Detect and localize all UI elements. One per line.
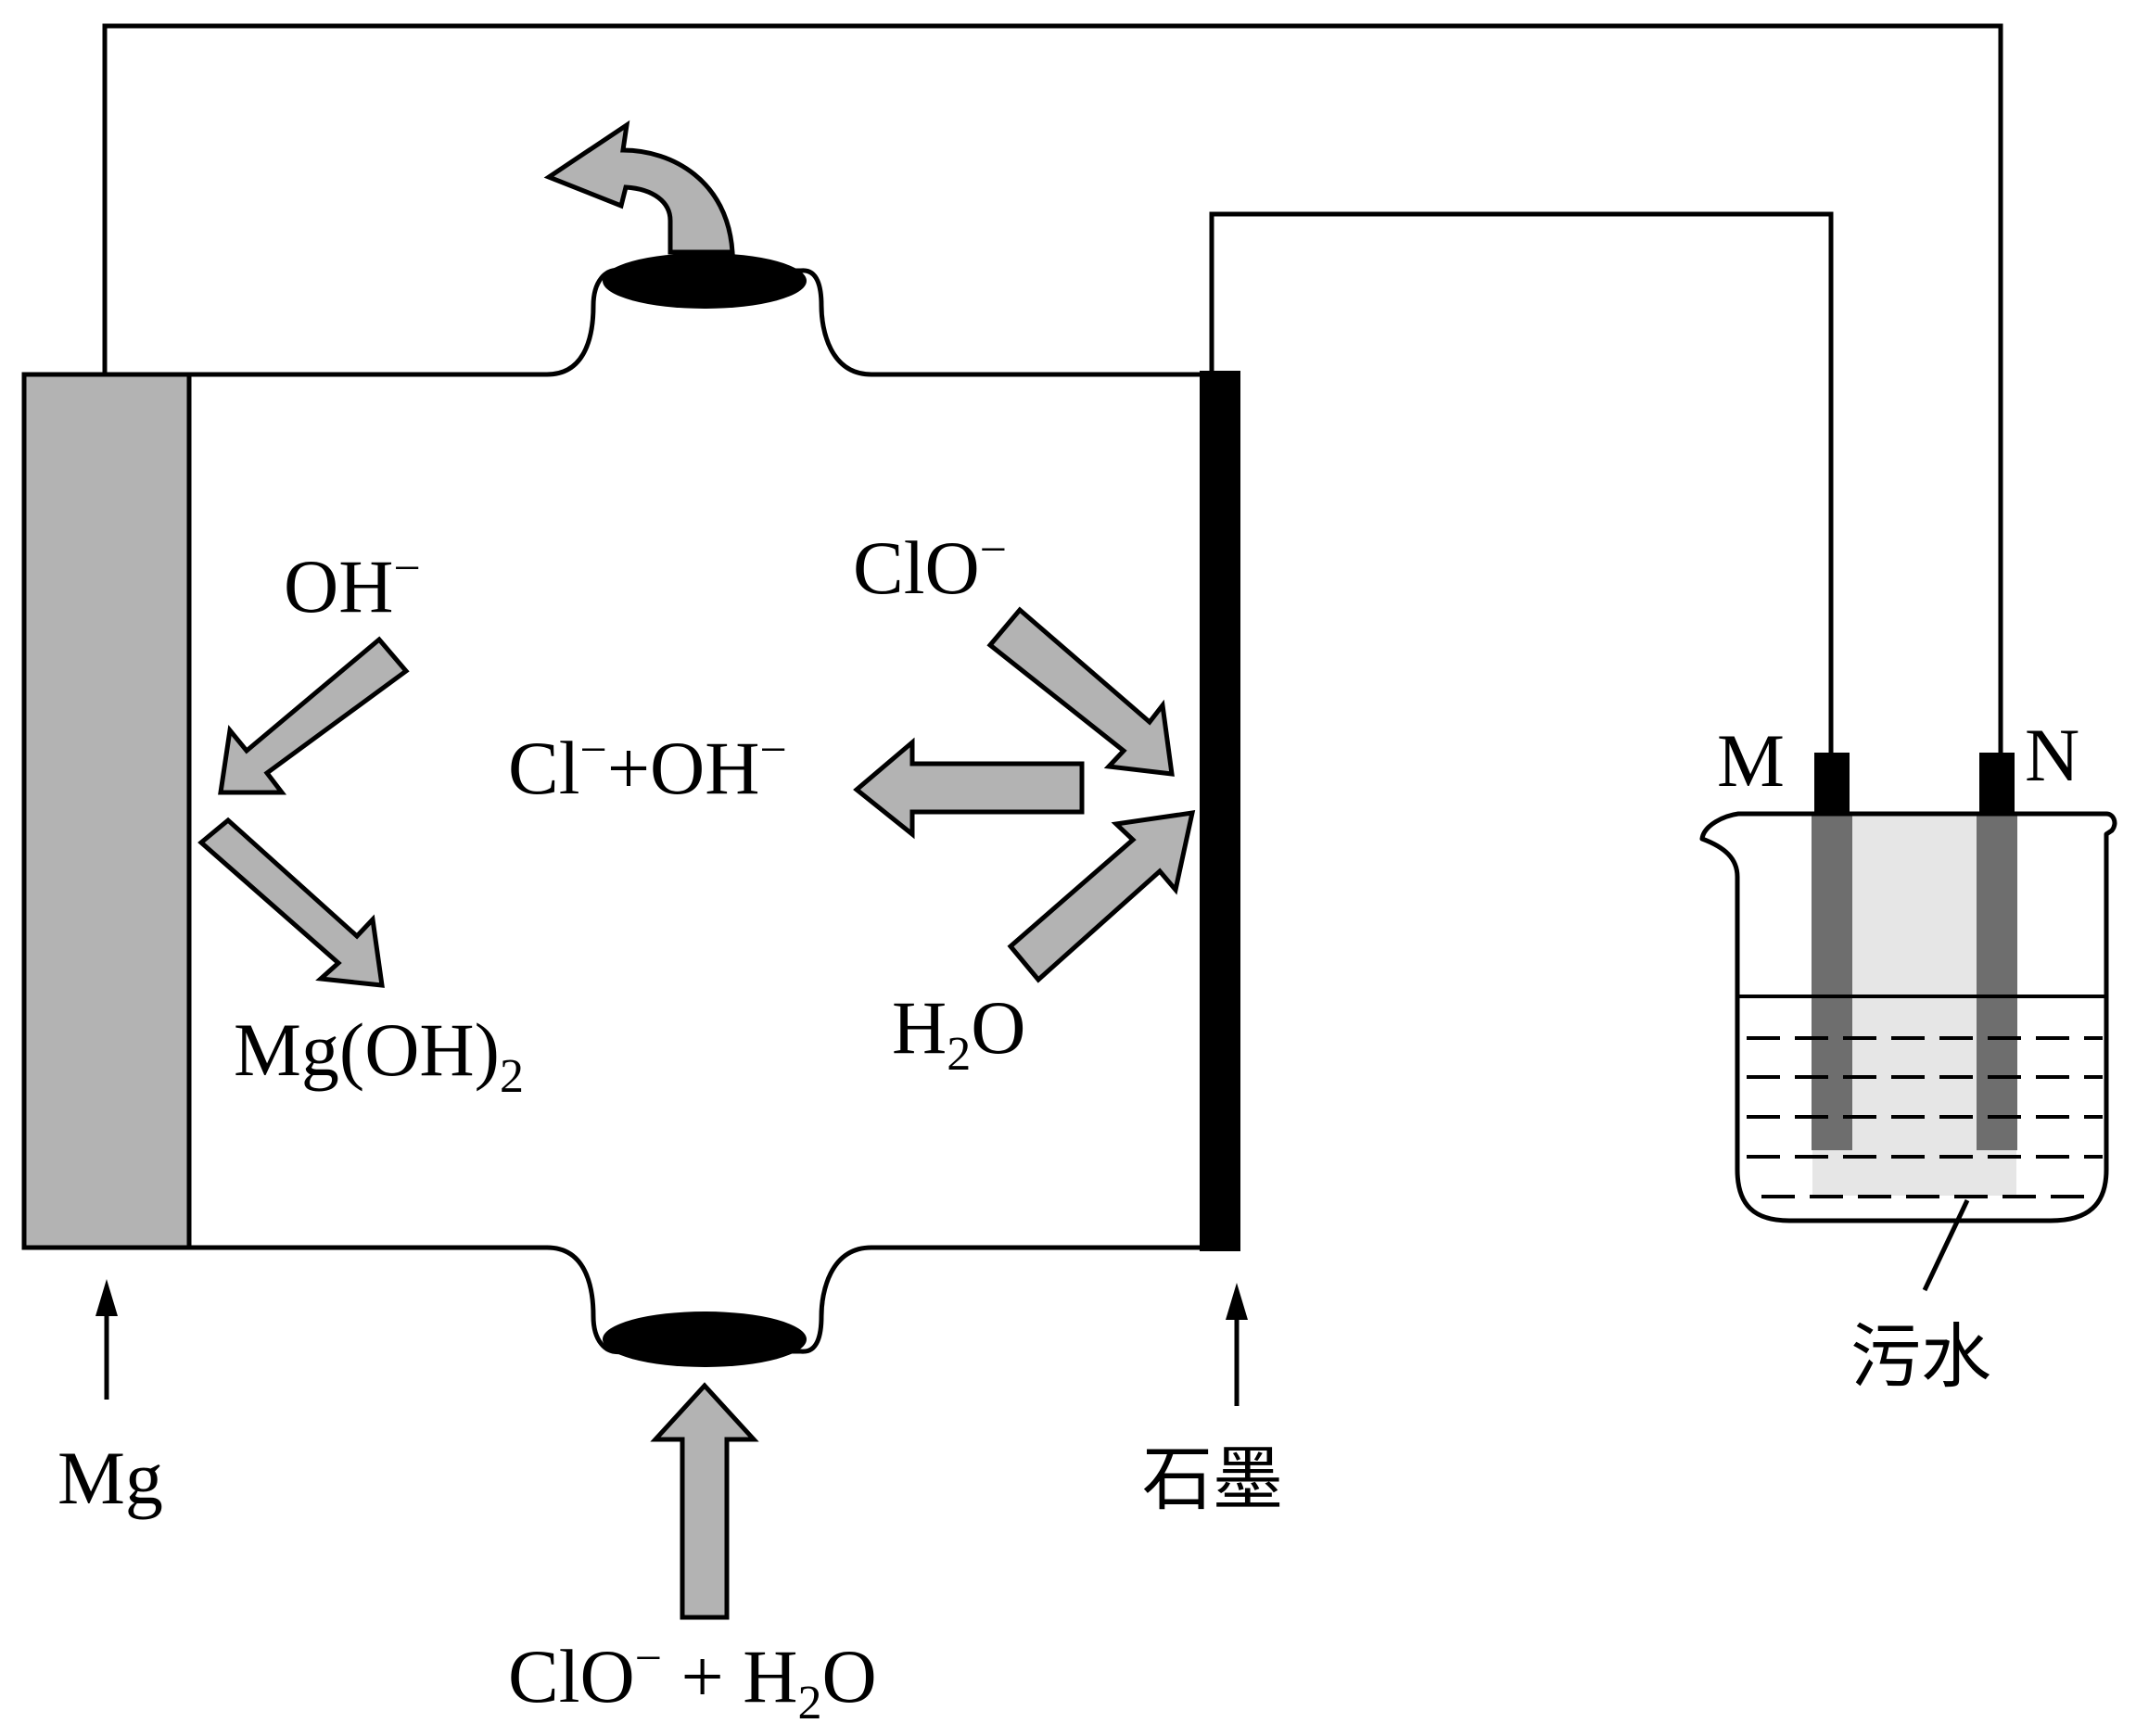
electrode-n-bar [1977,813,2017,1150]
cl-oh-products-label: Cl−+OH− [508,724,787,810]
outlet-curved-arrow [543,120,735,255]
oh-to-mg-arrow [218,636,410,795]
mg-pointer-head [95,1279,118,1316]
clo-ion-text: ClO [853,526,980,610]
graphite-label: 石墨 [1142,1438,1283,1520]
beaker-outline [1699,811,2117,1223]
cl-ion-text: Cl [508,726,579,810]
mgoh2-text: Mg(OH) [234,1007,500,1092]
inlet-plus-h: + H [662,1634,797,1718]
clo-ion-charge: − [980,524,1007,577]
h2o-h: H [892,985,947,1070]
sewage-pointer-line [1922,1198,1970,1292]
electrode-m-label: M [1717,718,1785,803]
oh-ion-charge: − [393,542,420,595]
inlet-clo-text: ClO [508,1634,635,1718]
cl-ion-charge: − [579,724,606,777]
mg-label: Mg [57,1436,163,1520]
mg-electrode-plate [21,372,192,1250]
sewage-label: 污水 [1850,1315,1991,1398]
electrode-m-bar [1812,813,1852,1150]
plus-oh-text: +OH [607,726,760,810]
wire-mg-to-n [102,23,2003,755]
electrode-n-label: N [2025,713,2079,797]
graphite-pointer-head [1226,1283,1248,1320]
plus-oh-charge: − [760,724,787,777]
clo-ion-label: ClO− [853,524,1007,610]
inlet-clo-charge: − [635,1632,662,1685]
oh-ion-label: OH− [284,542,421,628]
electrode-m-cap [1814,753,1850,814]
mg-to-mgoh2-arrow [197,817,385,988]
graphite-to-cl-oh-arrow [853,737,1085,840]
h2o-to-graphite-arrow [1007,810,1196,983]
oh-ion-text: OH [284,544,393,628]
h2o-subscript: 2 [947,1028,971,1081]
outlet-opening [603,253,807,309]
inlet-up-arrow [650,1382,759,1620]
inlet-reactants-label: ClO− + H2O [508,1632,877,1730]
electrode-n-cap [1979,753,2015,814]
h2o-label: H2O [892,985,1025,1081]
inlet-o: O [822,1634,877,1718]
wire-graphite-to-m [1209,211,1834,755]
h2o-o: O [971,985,1025,1070]
inlet-opening [603,1312,807,1367]
mgoh2-label: Mg(OH)2 [234,1007,524,1103]
clo-to-graphite-arrow [986,606,1175,777]
liquid-dash-lines [1747,1036,2103,1198]
graphite-electrode-plate [1200,371,1240,1251]
inlet-subscript: 2 [798,1677,822,1730]
mgoh2-subscript: 2 [500,1050,524,1103]
